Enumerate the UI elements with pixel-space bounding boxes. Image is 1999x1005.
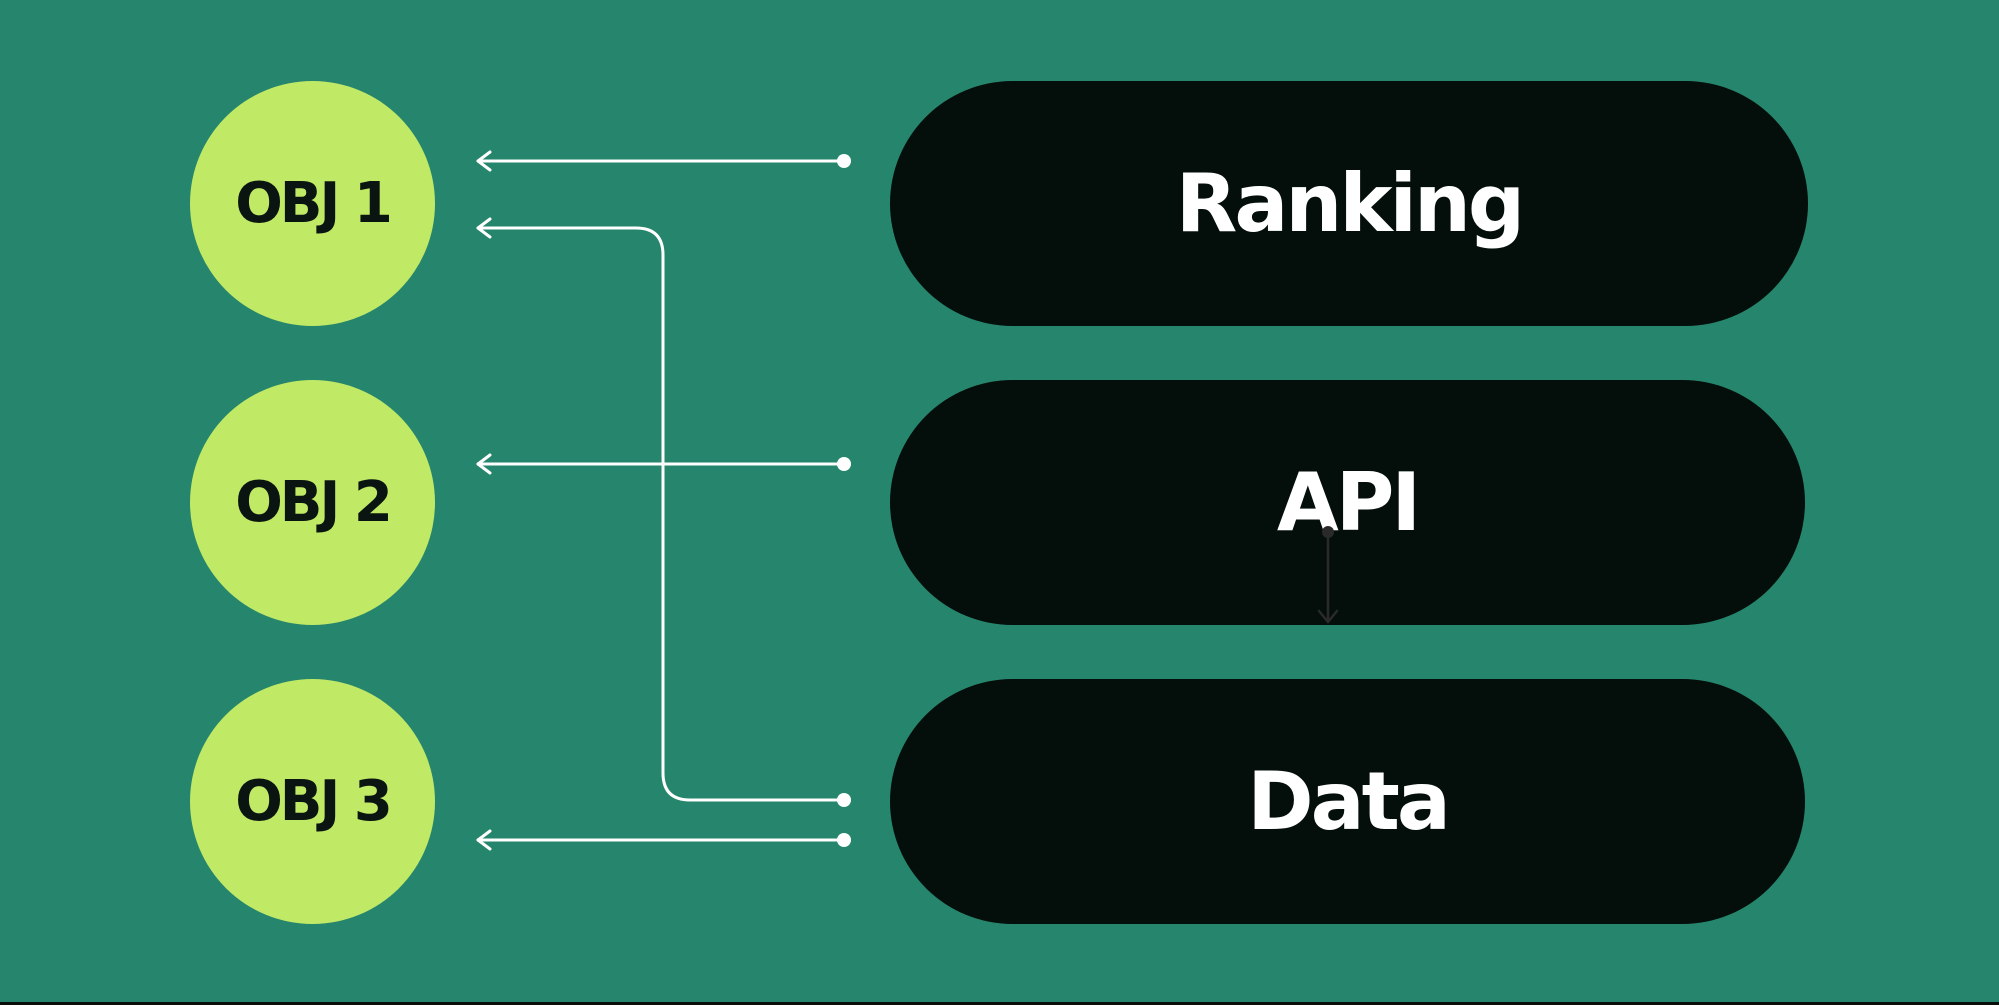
objective-node-1: OBJ 1 [190,81,435,326]
objective-label-1: OBJ 1 [235,171,393,236]
arrowhead-obj1-top [476,150,492,172]
connector-data-obj1 [476,226,846,802]
connector-dot-data-lower [837,833,851,847]
objective-node-3: OBJ 3 [190,679,435,924]
arrowhead-obj1-lower [476,217,492,239]
objective-label-2: OBJ 2 [235,470,393,535]
arrowhead-obj2 [476,453,492,475]
connector-dot-data-upper [837,793,851,807]
objective-node-2: OBJ 2 [190,380,435,625]
bottom-edge-strip [0,1002,1999,1005]
connector-dot-api [837,457,851,471]
layer-data: Data [890,679,1805,924]
arrowhead-obj3 [476,829,492,851]
objective-label-3: OBJ 3 [235,769,393,834]
layer-label-data: Data [1247,755,1451,848]
layer-ranking: Ranking [890,81,1808,326]
layer-label-ranking: Ranking [1175,157,1525,250]
layer-label-api: API [1276,456,1421,549]
layer-api: API [890,380,1805,625]
connector-dot-ranking [837,154,851,168]
